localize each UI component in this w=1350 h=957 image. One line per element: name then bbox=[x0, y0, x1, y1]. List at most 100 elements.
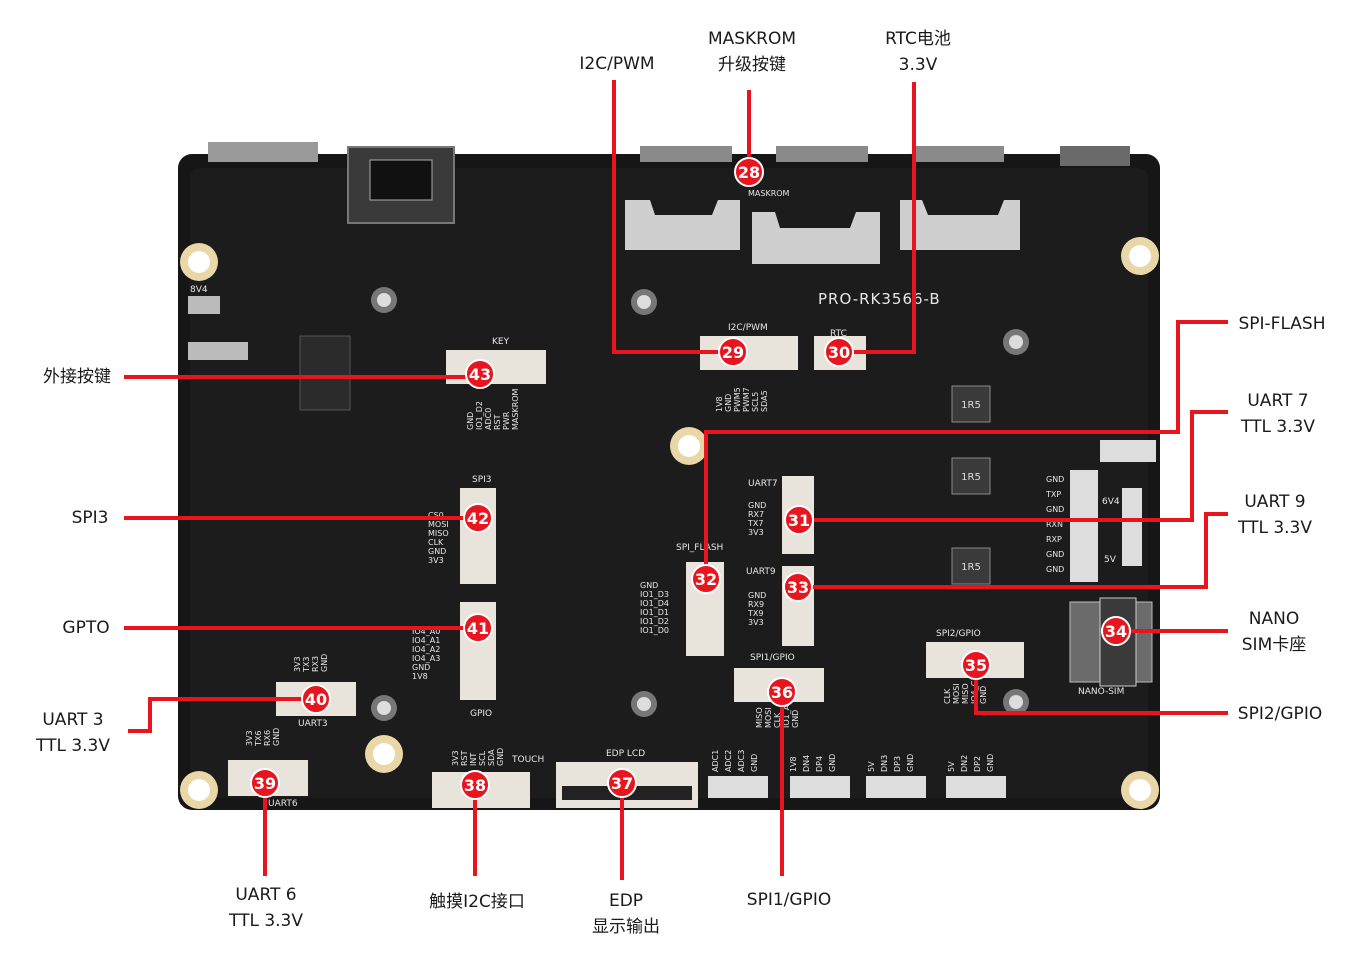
pin-label-uart_right: GND bbox=[1046, 475, 1064, 484]
pin-label-spi3: 3V3 bbox=[428, 556, 444, 565]
pin-label-touch: SDA bbox=[487, 749, 496, 766]
pin-label-i2c_pwm: 1V8 bbox=[715, 396, 724, 412]
callout-label-line: TTL 3.3V bbox=[35, 736, 111, 756]
pin-label-dn: 1V8 bbox=[789, 756, 798, 772]
badge-circle bbox=[691, 564, 721, 594]
pin-label-spi3: MOSI bbox=[428, 520, 449, 529]
callout-label-line: 外接按键 bbox=[43, 367, 111, 387]
header-dn3 bbox=[866, 776, 926, 798]
spi3-connector bbox=[460, 488, 496, 584]
pin-label-spi1: CLK bbox=[773, 712, 782, 728]
pin-label-uart3: RX3 bbox=[311, 656, 320, 672]
pin-label-uart6: 3V3 bbox=[245, 730, 254, 746]
pin-label-gpio: IO4_A2 bbox=[412, 645, 440, 654]
silk-spi3: SPI3 bbox=[472, 475, 492, 485]
leader-line-32 bbox=[704, 320, 1228, 566]
badge-circle bbox=[301, 684, 331, 714]
pin-label-touch: SCL bbox=[478, 750, 487, 766]
pin-label-uart_right: GND bbox=[1046, 550, 1064, 559]
pin-label-uart_right: TXP bbox=[1045, 490, 1061, 499]
badge-number: 29 bbox=[722, 343, 744, 362]
usb-shield-right bbox=[900, 200, 1020, 250]
pin-label-adc: ADC2 bbox=[724, 750, 733, 772]
pin-label-uart_right: RXN bbox=[1046, 520, 1063, 529]
pin-label-uart3: 3V3 bbox=[293, 656, 302, 672]
silk-6v4: 6V4 bbox=[1102, 497, 1120, 507]
pin-label-uart_right: GND bbox=[1046, 505, 1064, 514]
silk-model: PRO-RK3566-B bbox=[818, 290, 941, 308]
callout-label-line: SPI1/GPIO bbox=[746, 890, 832, 910]
pin-label-key: MASKROM bbox=[511, 388, 520, 430]
pin-label-spi_flash: GND bbox=[640, 581, 658, 590]
badge-circle bbox=[734, 157, 764, 187]
pin-label-dn: DP4 bbox=[815, 756, 824, 772]
callout-label-line: 3.3V bbox=[898, 55, 938, 75]
callout-badge-28: 28 bbox=[734, 157, 764, 187]
pin-label-spi1: MISO bbox=[755, 707, 764, 728]
callout-badge-43: 43 bbox=[465, 359, 495, 389]
pin-label-dn3: GND bbox=[906, 754, 915, 772]
badge-circle bbox=[1101, 616, 1131, 646]
silk-spi1: SPI1/GPIO bbox=[750, 653, 795, 663]
pin-label-spi3: MISO bbox=[428, 529, 449, 538]
callout-badge-42: 42 bbox=[463, 503, 493, 533]
badge-number: 28 bbox=[738, 163, 760, 182]
ethernet-jack-inner bbox=[369, 159, 433, 201]
silk-uart9: UART9 bbox=[746, 567, 776, 577]
header-dn2 bbox=[946, 776, 1006, 798]
pin-label-dn3: DP3 bbox=[893, 756, 902, 772]
silk-key: KEY bbox=[492, 337, 510, 347]
pin-label-dn: DN4 bbox=[802, 755, 811, 772]
usb-shield-left bbox=[625, 200, 740, 250]
silk-gpio: GPIO bbox=[470, 709, 492, 719]
callout-label-line: 触摸I2C接口 bbox=[429, 892, 525, 912]
usb-port-top-left bbox=[208, 142, 318, 162]
silk-spi2: SPI2/GPIO bbox=[936, 629, 981, 639]
silk-rtc: RTC bbox=[830, 329, 847, 339]
usb-port-top-2 bbox=[776, 146, 868, 162]
pin-label-uart_right: GND bbox=[1046, 565, 1064, 574]
pin-label-gpio: GND bbox=[412, 663, 430, 672]
pin-label-spi2: MOSI bbox=[952, 683, 961, 704]
pin-label-key: PWR bbox=[502, 411, 511, 430]
pin-label-adc: GND bbox=[750, 754, 759, 772]
pin-label-key: RST bbox=[493, 414, 502, 430]
silk-maskrom: MASKROM bbox=[748, 189, 790, 198]
silk-nano-sim: NANO-SIM bbox=[1078, 687, 1124, 697]
pin-label-i2c_pwm: GND bbox=[724, 394, 733, 412]
callout-badge-37: 37 bbox=[607, 768, 637, 798]
header-8v4 bbox=[188, 296, 220, 314]
callout-label-line: GPTO bbox=[62, 618, 110, 638]
badge-circle bbox=[463, 613, 493, 643]
header-right-top bbox=[1100, 440, 1156, 462]
pin-label-spi3: GND bbox=[428, 547, 446, 556]
callout-label-38: 触摸I2C接口 bbox=[429, 889, 525, 915]
pin-label-dn2: DN2 bbox=[960, 755, 969, 772]
pin-label-i2c_pwm: SCL5 bbox=[751, 392, 760, 412]
pin-label-uart_right: RXP bbox=[1046, 535, 1062, 544]
pin-label-spi_flash: IO1_D3 bbox=[640, 590, 669, 599]
pin-label-spi1: IO1_A4 bbox=[782, 700, 791, 728]
pin-label-dn3: 5V bbox=[867, 761, 876, 772]
pin-label-uart3: GND bbox=[320, 654, 329, 672]
callout-label-41: GPTO bbox=[62, 615, 109, 641]
callout-label-line: NANO bbox=[1248, 609, 1300, 629]
pin-label-uart3: TX3 bbox=[302, 657, 311, 673]
pin-label-uart9: 3V3 bbox=[748, 618, 764, 627]
pin-label-spi_flash: IO1_D4 bbox=[640, 599, 669, 608]
callout-label-line: UART 7 bbox=[1247, 391, 1309, 411]
silk-8v4: 8V4 bbox=[190, 285, 208, 295]
badge-number: 31 bbox=[788, 511, 810, 530]
callout-label-line: 显示输出 bbox=[592, 917, 660, 937]
callout-label-36: SPI1/GPIO bbox=[747, 887, 831, 913]
badge-number: 41 bbox=[467, 619, 489, 638]
badge-circle bbox=[463, 503, 493, 533]
leader-line-31 bbox=[812, 410, 1228, 522]
